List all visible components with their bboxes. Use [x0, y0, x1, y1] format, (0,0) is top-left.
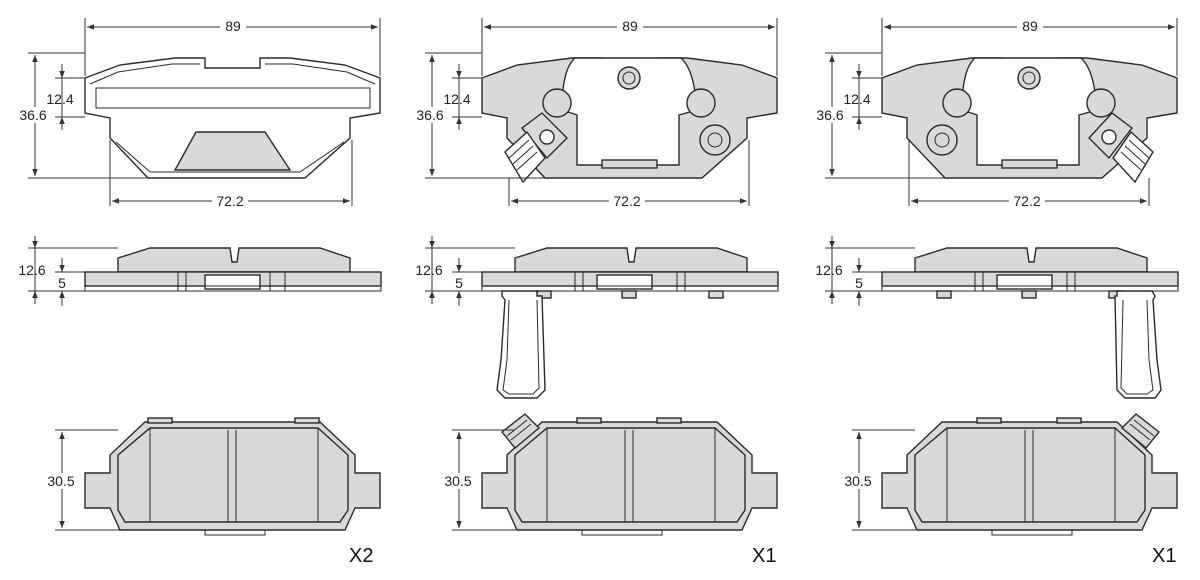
- wear-sensor-tab: [1120, 413, 1160, 449]
- dimension-total-height: 36.6: [14, 52, 148, 179]
- dimension-label-inner-width: 72.2: [613, 193, 640, 209]
- dimension-label-inner-width: 72.2: [1013, 193, 1040, 209]
- dimension-partial-height: 12.4: [46, 64, 85, 130]
- dimension-label-total-width: 89: [225, 18, 241, 34]
- wear-sensor-clip-side: [1114, 290, 1162, 399]
- quantity-label: X1: [1152, 545, 1176, 567]
- pad-column-3: 89 72.2 36.6 12.4: [811, 18, 1179, 567]
- dimension-label-inner-width: 72.2: [216, 193, 243, 209]
- dimension-label-partial-height: 12.4: [46, 91, 73, 107]
- dimension-label-total-height: 36.6: [416, 107, 443, 123]
- dimension-label-partial-height: 12.4: [843, 91, 870, 107]
- dimension-label-total-height: 36.6: [816, 107, 843, 123]
- dimension-friction-height: 30.5: [441, 429, 517, 531]
- dimension-total-height: 36.6: [411, 52, 545, 179]
- dimension-total-width: 89: [481, 18, 778, 76]
- dimension-label-friction-height: 30.5: [444, 473, 471, 489]
- dimension-label-plate-thickness: 5: [58, 275, 66, 291]
- dimension-label-partial-height: 12.4: [443, 91, 470, 107]
- dimension-side-height: 12.6: [18, 236, 118, 304]
- dimension-side-height: 12.6: [815, 236, 915, 304]
- wear-sensor-clip: [1088, 112, 1154, 184]
- side-profile-view: [84, 247, 382, 292]
- dimension-total-width: 89: [84, 18, 381, 76]
- side-profile-view: [881, 247, 1179, 399]
- dimension-total-height: 36.6: [811, 52, 945, 179]
- dimension-friction-height: 30.5: [841, 429, 917, 531]
- dimension-partial-height: 12.4: [843, 64, 882, 130]
- dimension-plate-thickness: 5: [55, 258, 85, 306]
- dimension-friction-height: 30.5: [44, 429, 120, 531]
- backplate-top-view: [881, 57, 1178, 184]
- dimension-label-total-width: 89: [1022, 18, 1038, 34]
- pad-column-2: 89 72.2 36.6 12.4: [411, 18, 779, 567]
- friction-face-view: [481, 413, 778, 536]
- friction-face-view: [84, 417, 381, 536]
- dimension-label-total-height: 36.6: [19, 107, 46, 123]
- dimension-label-friction-height: 30.5: [47, 473, 74, 489]
- dimension-total-width: 89: [881, 18, 1178, 76]
- dimension-partial-height: 12.4: [443, 64, 482, 130]
- side-profile-view: [481, 247, 779, 399]
- wear-sensor-clip: [504, 112, 568, 184]
- friction-face-view: [881, 413, 1178, 536]
- quantity-label: X1: [752, 545, 776, 567]
- backplate-top-view: [84, 57, 381, 179]
- dimension-label-plate-thickness: 5: [455, 275, 463, 291]
- dimension-plate-thickness: 5: [852, 258, 882, 306]
- dimension-side-height: 12.6: [415, 236, 515, 304]
- dimension-inner-width: 72.2: [109, 140, 353, 209]
- pad-column-1: 89 72.2 36.6 12.4: [14, 18, 382, 567]
- dimension-label-side-height: 12.6: [415, 262, 442, 278]
- dimension-inner-width: 72.2: [908, 140, 1150, 209]
- dimension-inner-width: 72.2: [508, 140, 750, 209]
- backplate-top-view: [481, 57, 778, 184]
- dimension-label-plate-thickness: 5: [855, 275, 863, 291]
- dimension-plate-thickness: 5: [452, 258, 482, 306]
- wear-sensor-clip-side: [496, 290, 546, 399]
- dimension-label-friction-height: 30.5: [844, 473, 871, 489]
- wear-sensor-tab: [501, 413, 541, 449]
- quantity-label: X2: [349, 545, 373, 567]
- dimension-label-side-height: 12.6: [18, 262, 45, 278]
- dimension-label-side-height: 12.6: [815, 262, 842, 278]
- dimension-label-total-width: 89: [622, 18, 638, 34]
